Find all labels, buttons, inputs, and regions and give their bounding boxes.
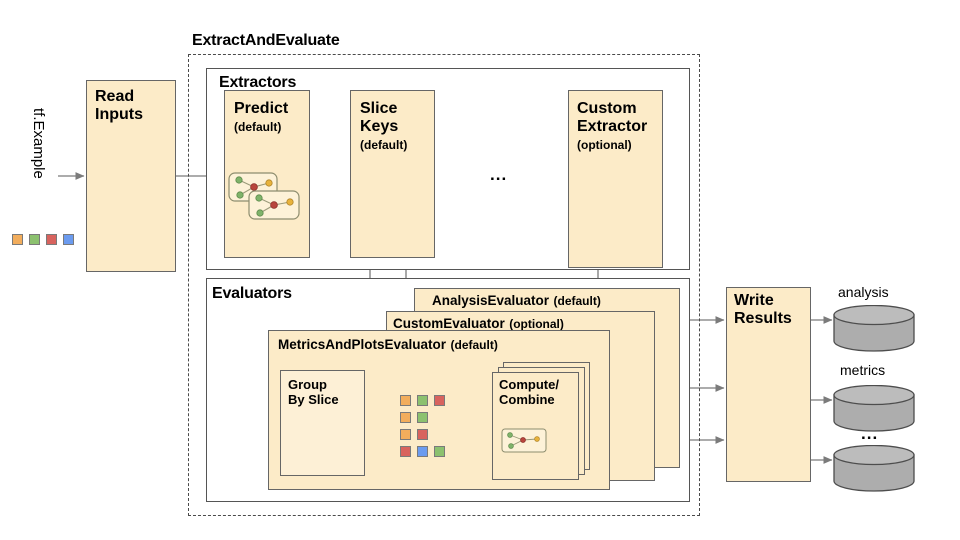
swatch-orange: [12, 234, 23, 245]
slice-swatch: [417, 412, 428, 423]
read-inputs-node[interactable]: [86, 80, 176, 272]
other-database-icon[interactable]: [832, 445, 916, 493]
outputs-ellipsis: ...: [861, 424, 879, 443]
extract-and-evaluate-container: [188, 54, 700, 516]
output-label-metrics: metrics: [840, 362, 886, 378]
extractor-slice-keys-label: Slice Keys (default): [360, 100, 408, 152]
extractor-slice-keys[interactable]: [350, 90, 435, 258]
extractor-custom-label: Custom Extractor (optional): [577, 100, 648, 152]
slice-swatch: [400, 412, 411, 423]
compute-combine-node[interactable]: [492, 372, 579, 480]
slice-swatch: [400, 429, 411, 440]
input-label: tf.Example: [30, 108, 47, 179]
graph-nodes-icon: [501, 428, 547, 453]
metrics-database-icon[interactable]: [832, 385, 916, 433]
evaluator-custom-label: CustomEvaluator (optional): [393, 316, 564, 331]
group-by-slice-node[interactable]: [280, 370, 365, 476]
output-label-analysis: analysis: [838, 284, 889, 300]
write-results-node[interactable]: [726, 287, 811, 482]
slice-swatch: [434, 395, 445, 406]
swatch-green: [29, 234, 40, 245]
swatch-red: [46, 234, 57, 245]
analysis-database-icon[interactable]: [832, 305, 916, 353]
slice-swatch: [400, 395, 411, 406]
extract-and-evaluate-title: ExtractAndEvaluate: [192, 32, 340, 49]
read-inputs-label: Read Inputs: [95, 88, 143, 123]
extractors-title: Extractors: [219, 74, 297, 91]
compute-combine-label: Compute/ Combine: [499, 377, 559, 407]
slice-swatch: [434, 446, 445, 457]
slice-swatch: [417, 395, 428, 406]
evaluator-metrics-and-plots-label: MetricsAndPlotsEvaluator (default): [278, 337, 498, 352]
write-results-label: Write Results: [734, 292, 792, 327]
evaluator-analysis-label: AnalysisEvaluator (default): [432, 293, 601, 308]
slice-swatch: [400, 446, 411, 457]
extractors-ellipsis: ...: [490, 165, 508, 184]
group-by-slice-label: Group By Slice: [288, 377, 339, 407]
swatch-blue: [63, 234, 74, 245]
graph-nodes-stack-icon: [228, 172, 300, 220]
slice-swatch: [417, 446, 428, 457]
extractor-predict-label: Predict (default): [234, 100, 289, 134]
evaluators-title: Evaluators: [212, 285, 292, 302]
slice-swatch: [417, 429, 428, 440]
extractor-custom[interactable]: [568, 90, 663, 268]
